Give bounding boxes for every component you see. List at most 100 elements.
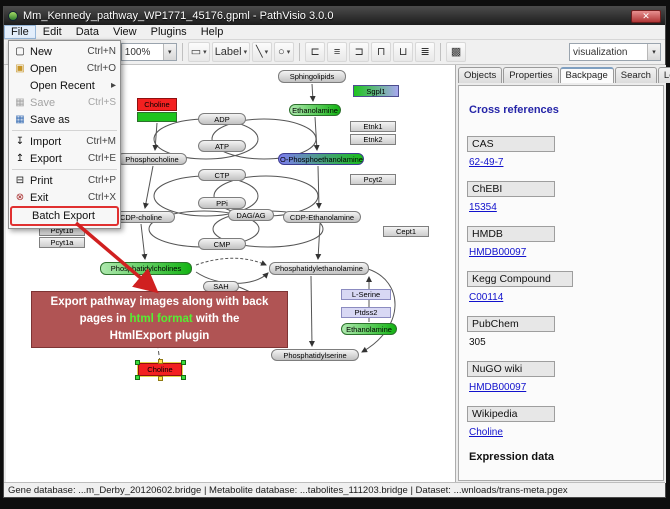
selection-handle[interactable] xyxy=(158,359,163,364)
backpage-section-value: 305 xyxy=(469,337,655,348)
node-label: O-Phosphoethanolamine xyxy=(280,154,363,164)
selection-handle[interactable] xyxy=(135,360,140,365)
selection-handle[interactable] xyxy=(135,375,140,380)
pathway-node-sphingolipids[interactable]: Sphingolipids xyxy=(278,70,346,83)
pathway-node-phosphocholine[interactable]: Phosphocholine xyxy=(117,153,187,165)
window-title: Mm_Kennedy_pathway_WP1771_45176.gpml - P… xyxy=(23,10,334,22)
menu-help[interactable]: Help xyxy=(200,26,224,38)
node-label: Sphingolipids xyxy=(289,72,335,81)
visualization-select[interactable]: visualization▾ xyxy=(569,43,661,61)
shape-menu-button[interactable]: ○▾ xyxy=(274,42,295,62)
menu-bar: File Edit Data View Plugins Help xyxy=(4,25,665,40)
pathway-node-ethanolamine-top[interactable]: Ethanolamine xyxy=(289,104,341,116)
backpage-section-title: CAS xyxy=(467,136,555,152)
node-label: Etnk1 xyxy=(363,122,383,131)
selection-handle[interactable] xyxy=(181,360,186,365)
menu-edit[interactable]: Edit xyxy=(42,26,62,38)
crossref-link[interactable]: 15354 xyxy=(469,202,497,213)
pathway-node-l-serine[interactable]: L-Serine xyxy=(341,289,391,300)
menu-view[interactable]: View xyxy=(112,26,137,38)
align-right-button[interactable]: ⊐ xyxy=(349,42,370,62)
pathway-node-choline-top-expression[interactable] xyxy=(137,112,177,122)
menu-item-shortcut: Ctrl+O xyxy=(86,63,116,74)
node-label: Phosphatidylcholines xyxy=(110,264,182,273)
menu-item-batch-export[interactable]: Batch Export xyxy=(10,206,119,226)
pathway-node-ppi[interactable]: PPi xyxy=(198,197,246,209)
tab-backpage[interactable]: Backpage xyxy=(559,67,614,83)
crossref-link[interactable]: HMDB00097 xyxy=(469,247,527,258)
crossref-link[interactable]: Choline xyxy=(469,427,503,438)
tab-legend[interactable]: Legend xyxy=(657,67,670,83)
backpage-section-title: PubChem xyxy=(467,316,555,332)
pathway-node-etnk2[interactable]: Etnk2 xyxy=(350,134,396,145)
align-top-button[interactable]: ⊓ xyxy=(371,42,392,62)
node-label: Cept1 xyxy=(395,227,416,236)
menu-item-open-recent[interactable]: Open Recent▸ xyxy=(10,77,119,94)
menu-item-save-as[interactable]: ▦Save as xyxy=(10,111,119,128)
label-menu-icon: Label xyxy=(214,45,242,58)
pathway-node-adp[interactable]: ADP xyxy=(198,113,246,125)
backpage-section-value: 15354 xyxy=(469,202,655,213)
align-bottom-button[interactable]: ⊔ xyxy=(393,42,414,62)
pathway-node-pcyt1a[interactable]: Pcyt1a xyxy=(39,237,85,248)
pathway-node-phosphatidylethanolamine[interactable]: Phosphatidylethanolamine xyxy=(269,262,369,275)
pathway-node-o-phosphoethanolamine[interactable]: O-Phosphoethanolamine xyxy=(278,153,364,165)
align-center-button[interactable]: ≡ xyxy=(327,42,348,62)
label-menu-button[interactable]: Label▾ xyxy=(211,42,251,62)
backpage-section-title: Kegg Compound xyxy=(467,271,573,287)
pathway-node-atp[interactable]: ATP xyxy=(198,140,246,152)
backpage-section-value: Choline xyxy=(469,427,655,438)
node-label: Phosphocholine xyxy=(125,154,179,164)
pathway-node-cmp[interactable]: CMP xyxy=(198,238,246,250)
pathway-node-sgpl1[interactable]: Sgpl1 xyxy=(353,85,399,97)
pathway-node-phosphatidylcholines[interactable]: Phosphatidylcholines xyxy=(100,262,192,275)
pathway-node-cdp-ethanolamine[interactable]: CDP-Ethanolamine xyxy=(283,211,361,223)
crossref-link[interactable]: 62-49-7 xyxy=(469,157,504,168)
tab-search[interactable]: Search xyxy=(614,67,657,83)
pathway-node-choline-bottom[interactable]: Choline xyxy=(135,359,186,381)
menu-file[interactable]: File xyxy=(4,25,36,39)
title-bar[interactable]: Mm_Kennedy_pathway_WP1771_45176.gpml - P… xyxy=(4,7,665,25)
align-left-button[interactable]: ⊏ xyxy=(305,42,326,62)
selection-handle[interactable] xyxy=(181,375,186,380)
datanode-menu-button[interactable]: ▭▾ xyxy=(187,42,210,62)
tab-objects[interactable]: Objects xyxy=(458,67,503,83)
pathway-node-choline-top[interactable]: Choline xyxy=(137,98,177,111)
pathway-node-ptdss2[interactable]: Ptdss2 xyxy=(341,307,391,318)
export-arrow-icon: ↥ xyxy=(15,153,25,164)
pathway-node-ethanolamine-right[interactable]: Ethanolamine xyxy=(341,323,397,335)
menu-data[interactable]: Data xyxy=(75,26,99,38)
app-icon xyxy=(8,11,18,21)
pathway-node-etnk1[interactable]: Etnk1 xyxy=(350,121,396,132)
chevron-down-icon: ▾ xyxy=(286,49,291,56)
backpage-section-pubchem: PubChem 305 xyxy=(467,316,655,348)
selection-handle[interactable] xyxy=(158,376,163,381)
tab-properties[interactable]: Properties xyxy=(503,67,559,83)
pathway-node-cept1[interactable]: Cept1 xyxy=(383,226,429,237)
line-menu-button[interactable]: ╲▾ xyxy=(252,42,273,62)
menu-plugins[interactable]: Plugins xyxy=(150,26,187,38)
pathway-node-dag[interactable]: DAG/AG xyxy=(228,209,274,221)
pathway-node-ctp[interactable]: CTP xyxy=(198,169,246,181)
printer-icon: ⊟ xyxy=(15,175,25,186)
node-label: Pcyt1a xyxy=(50,238,74,247)
crossref-link[interactable]: C00114 xyxy=(469,292,504,303)
pathway-node-phosphatidylserine[interactable]: Phosphatidylserine xyxy=(271,349,359,361)
menu-item-shortcut: Ctrl+P xyxy=(87,175,116,186)
crossref-link[interactable]: HMDB00097 xyxy=(469,382,527,393)
stack-button[interactable]: ≣ xyxy=(415,42,436,62)
group-button[interactable]: ▩ xyxy=(446,42,467,62)
close-button[interactable]: ✕ xyxy=(631,9,661,23)
pathway-node-pcyt2[interactable]: Pcyt2 xyxy=(350,174,396,185)
zoom-select[interactable]: 100%▾ xyxy=(120,43,177,61)
